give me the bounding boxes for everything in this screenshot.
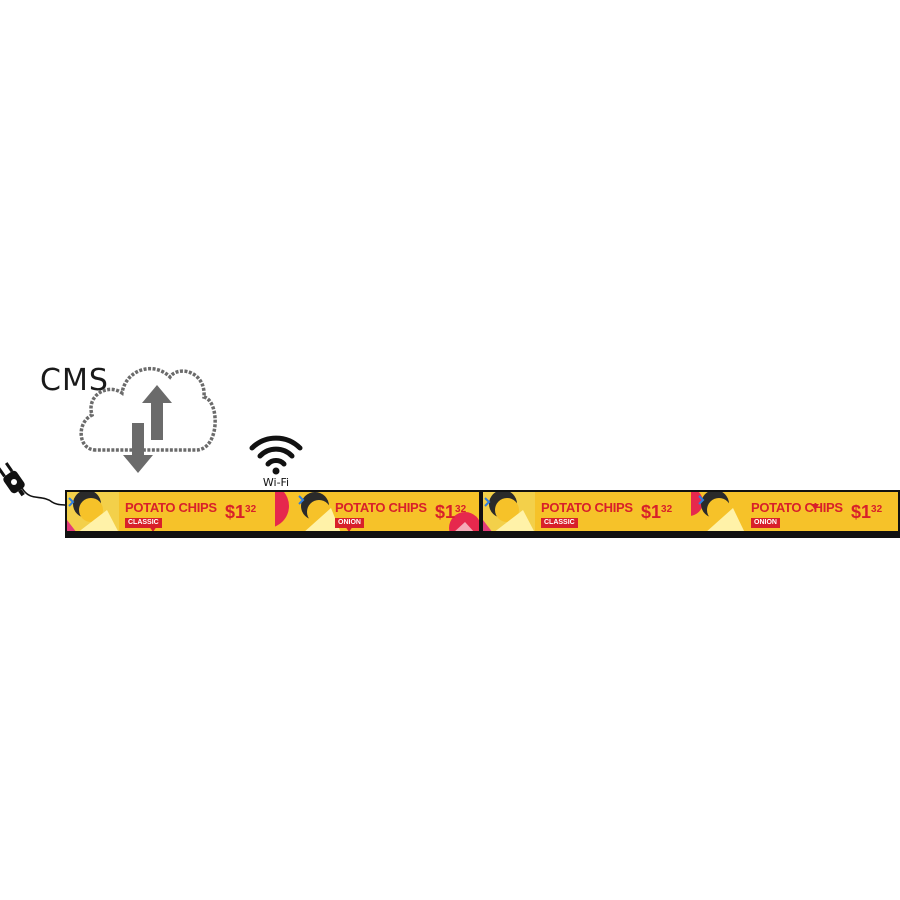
ad-segment: POTATO CHIPS CLASSIC $132 (67, 492, 275, 533)
cloud-sync-icon (79, 366, 217, 473)
chip-bag-graphic (67, 492, 157, 533)
ad-title: POTATO CHIPS (125, 500, 217, 515)
ad-flavor-tag: CLASSIC (541, 518, 578, 528)
shelf-display-1: POTATO CHIPS CLASSIC $132 POTATO CHIPS O… (65, 490, 481, 538)
ad-price: $132 (851, 502, 882, 523)
price-cents: 32 (871, 504, 883, 515)
ad-price: $132 (641, 502, 672, 523)
ad-price: $132 (225, 502, 256, 523)
ad-title: POTATO CHIPS (541, 500, 633, 515)
wifi-icon (249, 435, 303, 475)
ad-flavor-tag: ONION (335, 518, 364, 528)
ad-segment: POTATO CHIPS ONION $132 (275, 492, 479, 533)
ad-flavor-tag: CLASSIC (125, 518, 162, 528)
price-dollars: $1 (435, 502, 456, 522)
price-cents: 32 (245, 504, 257, 515)
ad-title: POTATO CHIPS (335, 500, 427, 515)
ad-segment: POTATO CHIPS ONION $132 (691, 492, 898, 533)
price-dollars: $1 (851, 502, 872, 522)
ad-segment: POTATO CHIPS CLASSIC $132 (483, 492, 691, 533)
ad-title: POTATO CHIPS (751, 500, 843, 515)
price-dollars: $1 (641, 502, 662, 522)
cms-label: CMS (40, 363, 109, 398)
chip-bag-graphic (691, 492, 819, 533)
chip-bag-graphic (483, 492, 535, 533)
power-plug-icon (0, 462, 73, 507)
price-dollars: $1 (225, 502, 246, 522)
shelf-display-2: POTATO CHIPS CLASSIC $132 POTATO CHIPS O… (481, 490, 900, 538)
price-cents: 32 (455, 504, 467, 515)
price-cents: 32 (661, 504, 673, 515)
ad-flavor-tag: ONION (751, 518, 780, 528)
wifi-label: Wi-Fi (262, 476, 290, 489)
ad-price: $132 (435, 502, 466, 523)
